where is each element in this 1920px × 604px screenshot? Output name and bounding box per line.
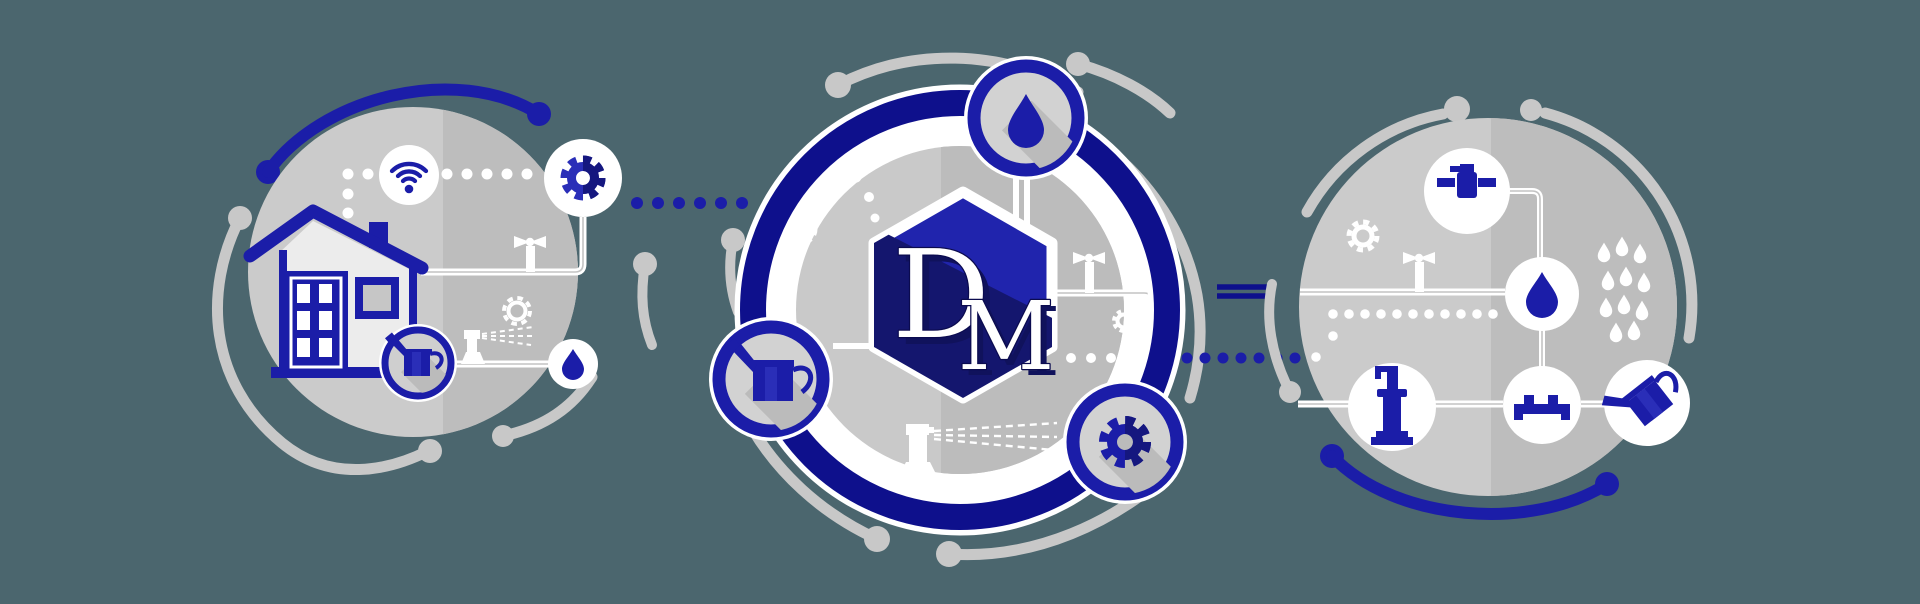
wifi-icon — [389, 161, 429, 194]
gear-badge — [544, 139, 622, 217]
watering-can-icon — [1601, 370, 1679, 427]
watering-can-satellite — [709, 317, 833, 441]
watering-can-badge — [379, 324, 457, 402]
dotted-connector-right — [1181, 352, 1319, 364]
pipe-manifold-badge — [1503, 366, 1581, 444]
water-drop-badge — [548, 339, 598, 389]
center-blue-ring — [734, 84, 1186, 536]
window — [355, 277, 399, 319]
water-drop-satellite — [964, 56, 1088, 180]
watering-can-icon — [725, 338, 814, 401]
faucet-icon — [1073, 252, 1105, 293]
dm-monogram: D M D M — [891, 223, 1061, 398]
pipe-connector-blue — [1217, 284, 1271, 299]
watering-can-badge-right — [1601, 360, 1690, 446]
monogram-m-shadow: M — [963, 288, 1060, 398]
left-deco-arcs — [212, 206, 745, 476]
gear-outline-icon — [1346, 219, 1380, 253]
sprinkler-icon — [461, 326, 534, 364]
gear-satellite — [1063, 380, 1187, 504]
gear-icon — [1099, 416, 1151, 468]
left-scene — [212, 83, 745, 476]
sprinkler-valve-badge — [1424, 148, 1510, 234]
right-scene — [1264, 96, 1698, 520]
water-pump-icon — [1371, 366, 1413, 445]
sprinkler-valve-icon — [1437, 164, 1496, 198]
watering-can-icon — [385, 332, 444, 376]
pipe-manifold-icon — [1514, 395, 1570, 420]
water-drop-icon — [1008, 94, 1044, 148]
faucet-icon — [514, 236, 546, 272]
center-scene: D M D M — [709, 52, 1206, 567]
dotted-connector-left — [631, 197, 748, 209]
water-drop-badge — [1505, 257, 1579, 331]
water-drop-icon — [1526, 272, 1558, 318]
gear-icon — [560, 155, 606, 201]
faucet-icon — [1403, 252, 1435, 292]
dm-hexagon-badge: D M D M — [868, 186, 1061, 404]
right-blue-arc — [1320, 444, 1619, 520]
gear-outline-icon-small — [1112, 309, 1136, 333]
gear-outline-icon — [502, 296, 532, 326]
wifi-badge — [379, 145, 439, 205]
right-dotted-links — [1311, 309, 1498, 362]
right-deco-arcs — [1264, 96, 1698, 403]
center-interior — [784, 155, 1156, 481]
house-icon — [243, 204, 429, 378]
left-blue-arc — [256, 83, 551, 184]
door — [284, 271, 348, 374]
monogram-d: D — [892, 224, 990, 366]
monogram-d-shadow: D — [899, 231, 997, 373]
monogram-m: M — [957, 282, 1054, 392]
water-pump-badge — [1348, 363, 1436, 451]
left-dotted-links — [342, 168, 533, 219]
gear-outline-icon — [784, 212, 818, 246]
sprinkler-icon — [860, 421, 1062, 481]
right-pipes — [1298, 188, 1606, 408]
